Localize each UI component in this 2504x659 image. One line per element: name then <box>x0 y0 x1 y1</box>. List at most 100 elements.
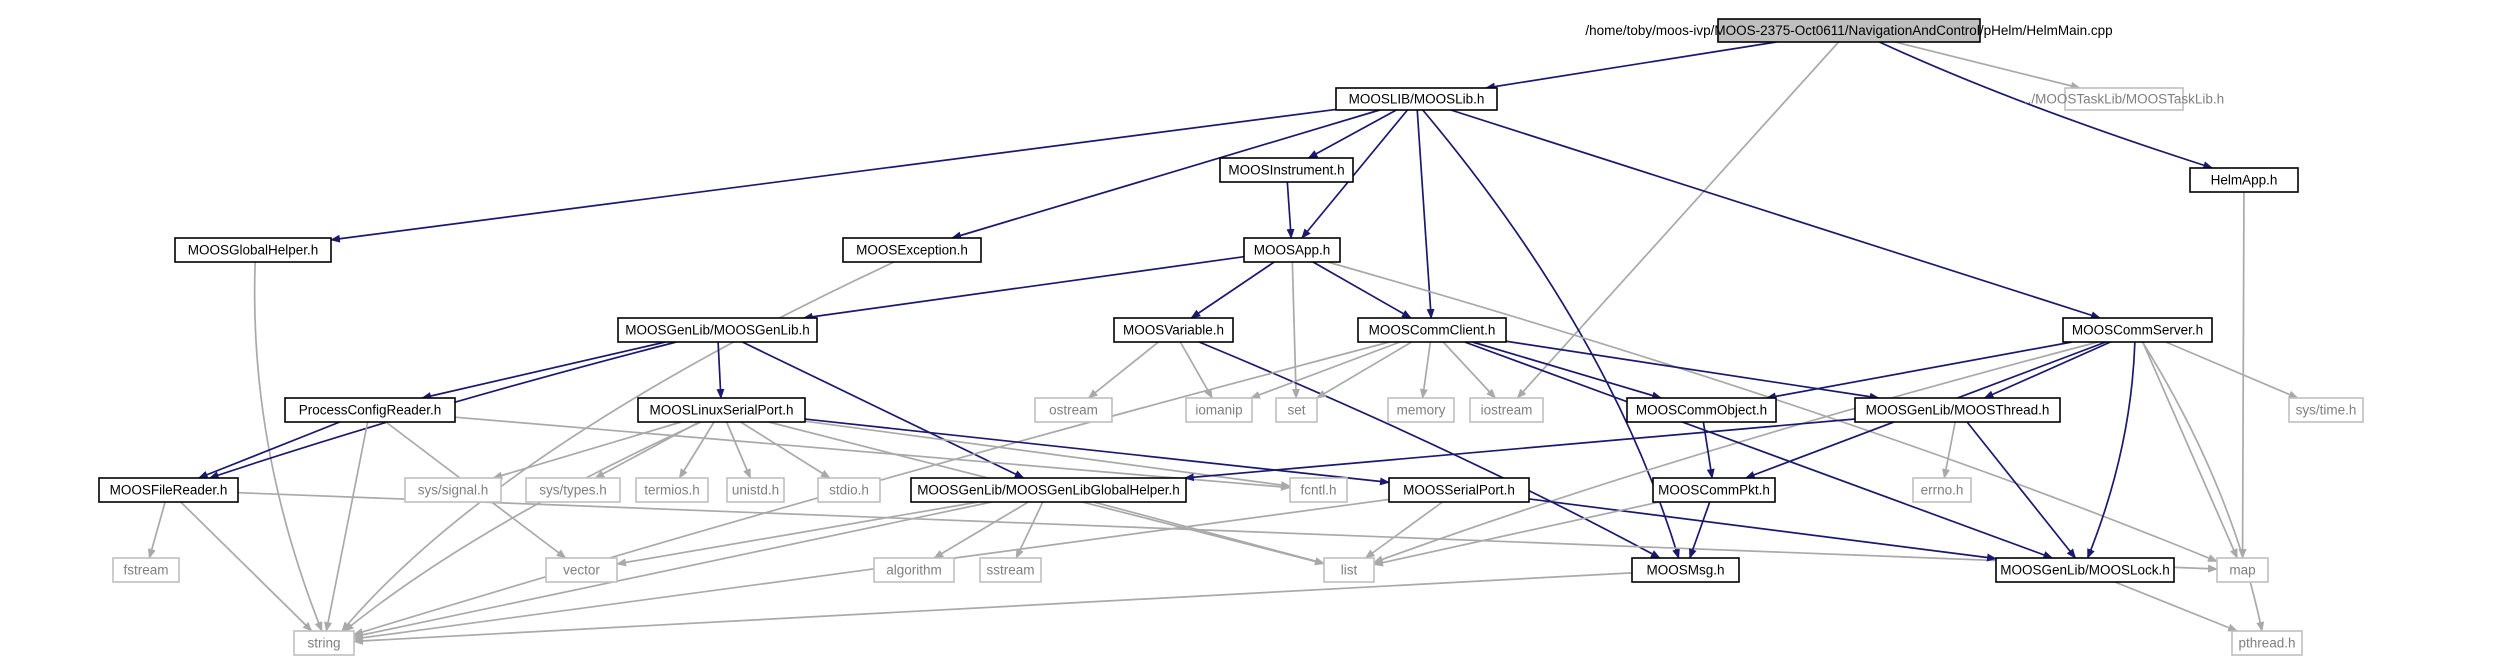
node-map: map <box>2216 557 2269 583</box>
node-label: HelmApp.h <box>2211 173 2278 188</box>
edge-line <box>804 420 1291 489</box>
edge-mooscommserver-to-pthread <box>2141 341 2265 632</box>
node-box <box>404 477 502 503</box>
edge-moosserialport-to-list <box>1364 501 1443 559</box>
edge-moosgenlib-to-genlibglobalhelper <box>741 341 1025 479</box>
node-moosthread[interactable]: MOOSGenLib/MOOSThread.h <box>1854 397 2061 423</box>
node-label: sys/time.h <box>2296 403 2357 418</box>
edge-moosthread-to-genlibglobalhelper <box>1183 418 1856 482</box>
edge-helmmain-to-mooslib <box>1484 41 1777 91</box>
node-label: ostream <box>1049 403 1098 418</box>
node-vector: vector <box>545 557 618 583</box>
edge-mooscommclient-to-iostream <box>1442 341 1497 399</box>
node-moosserialport[interactable]: MOOSSerialPort.h <box>1388 477 1530 503</box>
node-sstream: sstream <box>979 557 1042 583</box>
node-box <box>1469 397 1544 423</box>
node-mooslock[interactable]: MOOSGenLib/MOOSLock.h <box>1995 557 2175 583</box>
node-label: fcntl.h <box>1300 483 1336 498</box>
node-box <box>637 397 806 423</box>
node-label: pthread.h <box>2238 636 2295 651</box>
edge-line <box>147 501 166 559</box>
node-moosapp[interactable]: MOOSApp.h <box>1243 237 1341 263</box>
edge-line <box>341 261 895 632</box>
node-label: MOOSCommObject.h <box>1636 403 1767 418</box>
node-termios: termios.h <box>635 477 709 503</box>
edge-line <box>1312 261 1412 319</box>
edge-line <box>324 421 369 632</box>
edge-processconfigreader-to-moosfilereader <box>197 421 341 479</box>
node-box <box>635 477 709 503</box>
node-label: MOOSGenLib/MOOSLock.h <box>2000 563 2170 578</box>
node-label: MOOSSerialPort.h <box>1403 483 1515 498</box>
edge-moosgenlib-to-processconfigreader <box>421 341 666 400</box>
node-mooscommserver[interactable]: MOOSCommServer.h <box>2062 317 2213 343</box>
node-processconfigreader[interactable]: ProcessConfigReader.h <box>284 397 456 423</box>
node-genlibglobalhelper[interactable]: MOOSGenLib/MOOSGenLibGlobalHelper.h <box>910 477 1187 503</box>
edge-moosserialport-to-mooslock <box>1528 498 1997 562</box>
edge-line <box>616 501 979 567</box>
node-box <box>2231 630 2303 656</box>
edge-genlibglobalhelper-to-list <box>1093 501 1325 565</box>
edge-mooslib-to-moosinstrument <box>1307 109 1397 159</box>
edge-moosapp-to-mooscommclient <box>1312 261 1412 319</box>
node-label: unistd.h <box>732 483 779 498</box>
node-label: MOOSGlobalHelper.h <box>188 243 319 258</box>
edge-line <box>1894 41 2081 90</box>
edge-moosapp-to-map <box>1327 261 2218 563</box>
edge-line <box>197 421 341 479</box>
node-moosexception[interactable]: MOOSException.h <box>842 237 982 263</box>
edge-line <box>1364 501 1443 559</box>
edge-mooscommclient-to-set <box>1315 341 1413 399</box>
node-moosgenlib[interactable]: MOOSGenLib/MOOSGenLib.h <box>617 317 818 343</box>
node-label: MOOSGenLib/MOOSGenLibGlobalHelper.h <box>917 483 1180 498</box>
edge-line <box>1250 341 1401 399</box>
node-box <box>2064 87 2184 111</box>
node-errno: errno.h <box>1912 477 1972 503</box>
edge-mooslib-to-moosglobalhelper <box>330 108 1337 243</box>
node-box <box>284 397 456 423</box>
node-helmapp[interactable]: HelmApp.h <box>2189 167 2299 193</box>
edge-mooslinuxserialport-to-stdio <box>740 421 831 479</box>
node-helmmain: /home/toby/moos-ivp/MOOS-2375-Oct0611/Na… <box>1585 18 2113 43</box>
node-box <box>842 237 982 263</box>
edge-moosapp-to-moosgenlib <box>802 255 1245 321</box>
node-box <box>910 477 1187 503</box>
node-box <box>979 557 1042 583</box>
node-label: MOOSException.h <box>856 243 968 258</box>
node-box <box>174 237 332 263</box>
edge-mooscommpkt-to-list <box>1373 501 1660 567</box>
edge-line <box>2114 581 2239 632</box>
node-box <box>1323 557 1375 583</box>
node-label: MOOSMsg.h <box>1646 563 1724 578</box>
node-moosvariable[interactable]: MOOSVariable.h <box>1113 317 1234 343</box>
node-mooslinuxserialport[interactable]: MOOSLinuxSerialPort.h <box>637 397 806 423</box>
node-box <box>617 317 818 343</box>
edge-mooscommclient-to-mooscommobject <box>1472 341 1663 400</box>
edge-mooslock-to-pthread <box>2114 581 2239 632</box>
node-label: MOOSApp.h <box>1254 243 1331 258</box>
node-box <box>1113 317 1234 343</box>
node-mooscommpkt[interactable]: MOOSCommPkt.h <box>1652 477 1776 503</box>
edge-line <box>1879 41 2214 170</box>
edge-line <box>1688 501 1711 559</box>
node-moosmsg[interactable]: MOOSMsg.h <box>1631 557 1740 583</box>
edge-line <box>2165 341 2299 399</box>
edge-genlibglobalhelper-to-vector <box>616 501 979 567</box>
edge-genlibglobalhelper-to-sstream <box>1015 501 1044 559</box>
node-mooscommobject[interactable]: MOOSCommObject.h <box>1626 397 1777 423</box>
edge-moosexception-to-string <box>341 261 895 632</box>
node-mooslib[interactable]: MOOSLIB/MOOSLib.h <box>1335 87 1498 111</box>
edge-line <box>353 501 992 639</box>
node-mooscommclient[interactable]: MOOSCommClient.h <box>1357 317 1507 343</box>
node-label: MOOSVariable.h <box>1123 323 1224 338</box>
edge-line <box>1301 109 1409 239</box>
node-moosglobalhelper[interactable]: MOOSGlobalHelper.h <box>174 237 332 263</box>
edge-moosgenlib-to-mooslinuxserialport <box>716 341 725 399</box>
node-label: MOOSGenLib/MOOSThread.h <box>1866 403 2050 418</box>
edge-moosfilereader-to-map <box>237 491 2218 573</box>
edge-mooslinuxserialport-to-unistd <box>725 421 752 479</box>
edge-mooscommclient-to-mooslock <box>1464 341 2054 559</box>
node-moosfilereader[interactable]: MOOSFileReader.h <box>98 477 239 503</box>
node-moosinstrument[interactable]: MOOSInstrument.h <box>1219 157 1354 183</box>
